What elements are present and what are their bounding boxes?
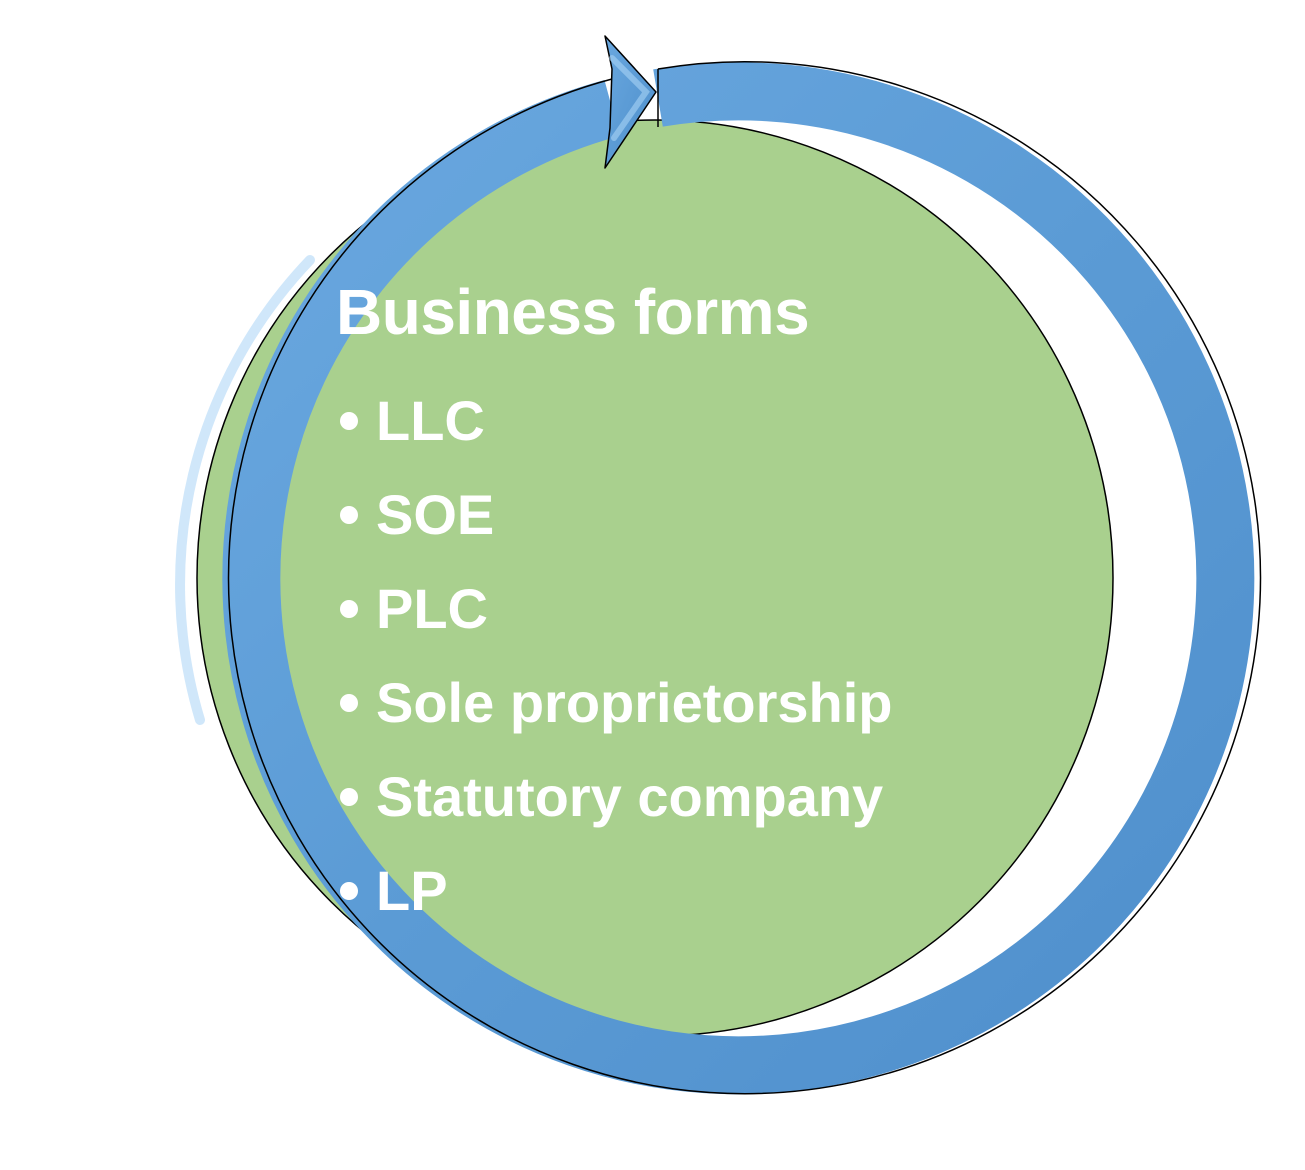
- ring-band: [222, 62, 1255, 1095]
- list-item: SOE: [336, 468, 893, 562]
- list-item: LP: [336, 844, 893, 938]
- list-item-label: SOE: [376, 483, 495, 546]
- bullet-icon: [340, 412, 358, 430]
- arrow-head-highlight: [609, 55, 650, 141]
- list-item-label: Statutory company: [376, 765, 884, 828]
- list-item-label: Sole proprietorship: [376, 671, 893, 734]
- bullet-icon: [340, 882, 358, 900]
- list-item-label: LLC: [376, 389, 485, 452]
- diagram-text-block: Business forms LLC SOE PLC Sole propriet…: [336, 270, 893, 938]
- list-item-label: PLC: [376, 577, 488, 640]
- diagram-title: Business forms: [336, 276, 810, 348]
- ring-highlight: [175, 255, 315, 725]
- list-item: Sole proprietorship: [336, 656, 893, 750]
- bullet-icon: [340, 694, 358, 712]
- bullet-icon: [340, 788, 358, 806]
- bullet-icon: [340, 506, 358, 524]
- list-item: LLC: [336, 374, 893, 468]
- list-item: PLC: [336, 562, 893, 656]
- business-forms-list: LLC SOE PLC Sole proprietorship Statutor…: [336, 374, 893, 938]
- list-item-label: LP: [376, 859, 448, 922]
- list-item: Statutory company: [336, 750, 893, 844]
- ring-outline-outer: [227, 61, 1262, 1095]
- bullet-icon: [340, 600, 358, 618]
